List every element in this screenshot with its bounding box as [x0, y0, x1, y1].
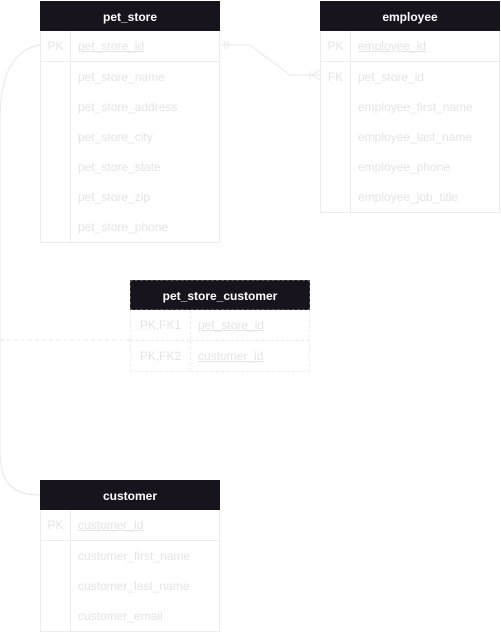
key-label: FK — [321, 62, 351, 92]
key-label: PK — [41, 31, 71, 61]
attribute-name: customer_first_name — [78, 549, 191, 563]
entity-title: employee — [320, 1, 500, 31]
link-pet-store-employee — [220, 44, 320, 76]
key-label — [41, 122, 71, 152]
entity-pet-store-customer[interactable]: pet_store_customer PK,FK1 pet_store_id PK… — [130, 280, 310, 372]
many-marker-employee — [309, 69, 321, 81]
entity-title: customer — [40, 480, 220, 510]
attribute-row: pet_store_city — [41, 122, 219, 152]
one-marker-pet-store — [224, 41, 229, 49]
attribute-row: customer_email — [41, 601, 219, 631]
attribute-name: customer_email — [78, 609, 163, 623]
key-label — [41, 152, 71, 182]
attribute-name: pet_store_id — [78, 39, 145, 53]
key-label — [321, 92, 351, 122]
key-label — [41, 571, 71, 601]
attribute-name: employee_phone — [358, 160, 451, 174]
key-label — [321, 122, 351, 152]
key-label: PK — [321, 31, 351, 61]
attribute-row: employee_job_title — [321, 182, 499, 212]
key-label — [41, 541, 71, 571]
attribute-row: pet_store_state — [41, 152, 219, 182]
attribute-row: employee_first_name — [321, 92, 499, 122]
attribute-name: employee_job_title — [358, 190, 459, 204]
key-label — [41, 182, 71, 212]
attribute-name: customer_id — [198, 349, 264, 363]
attribute-name: pet_store_name — [78, 70, 165, 84]
attribute-row: employee_phone — [321, 152, 499, 182]
attribute-row: FK pet_store_id — [321, 62, 499, 92]
attribute-row: customer_first_name — [41, 541, 219, 571]
entity-title: pet_store_customer — [130, 280, 310, 310]
key-label — [41, 601, 71, 631]
attribute-name: pet_store_zip — [78, 190, 151, 204]
key-label: PK,FK1 — [131, 310, 191, 340]
attribute-row: customer_last_name — [41, 571, 219, 601]
attribute-name: pet_store_id — [198, 318, 265, 332]
attribute-row: pet_store_zip — [41, 182, 219, 212]
attribute-name: pet_store_city — [78, 130, 153, 144]
attribute-row: pet_store_phone — [41, 212, 219, 242]
attribute-name: employee_id — [358, 39, 427, 53]
key-label — [41, 92, 71, 122]
attribute-name: pet_store_phone — [78, 220, 169, 234]
link-pet-store-customer — [0, 44, 41, 496]
entity-title: pet_store — [40, 1, 220, 31]
attribute-row: PK employee_id — [321, 31, 499, 62]
key-label — [41, 62, 71, 92]
attribute-row: PK customer_id — [41, 510, 219, 541]
attribute-name: employee_last_name — [358, 130, 473, 144]
key-label — [321, 182, 351, 212]
key-label — [41, 212, 71, 242]
attribute-name: customer_last_name — [78, 579, 190, 593]
key-label: PK — [41, 510, 71, 540]
entity-customer[interactable]: customer PK customer_id customer_first_na… — [40, 480, 220, 632]
attribute-name: pet_store_address — [78, 100, 178, 114]
attribute-row: pet_store_address — [41, 92, 219, 122]
attribute-name: employee_first_name — [358, 100, 473, 114]
attribute-name: pet_store_id — [358, 70, 425, 84]
key-label: PK,FK2 — [131, 341, 191, 371]
entity-employee[interactable]: employee PK employee_id FK pet_store_id em… — [320, 1, 500, 213]
attribute-row: PK,FK2 customer_id — [131, 341, 309, 371]
attribute-row: PK,FK1 pet_store_id — [131, 310, 309, 341]
attribute-row: employee_last_name — [321, 122, 499, 152]
attribute-name: customer_id — [78, 518, 144, 532]
attribute-row: PK pet_store_id — [41, 31, 219, 62]
attribute-name: pet_store_state — [78, 160, 161, 174]
attribute-row: pet_store_name — [41, 62, 219, 92]
key-label — [321, 152, 351, 182]
